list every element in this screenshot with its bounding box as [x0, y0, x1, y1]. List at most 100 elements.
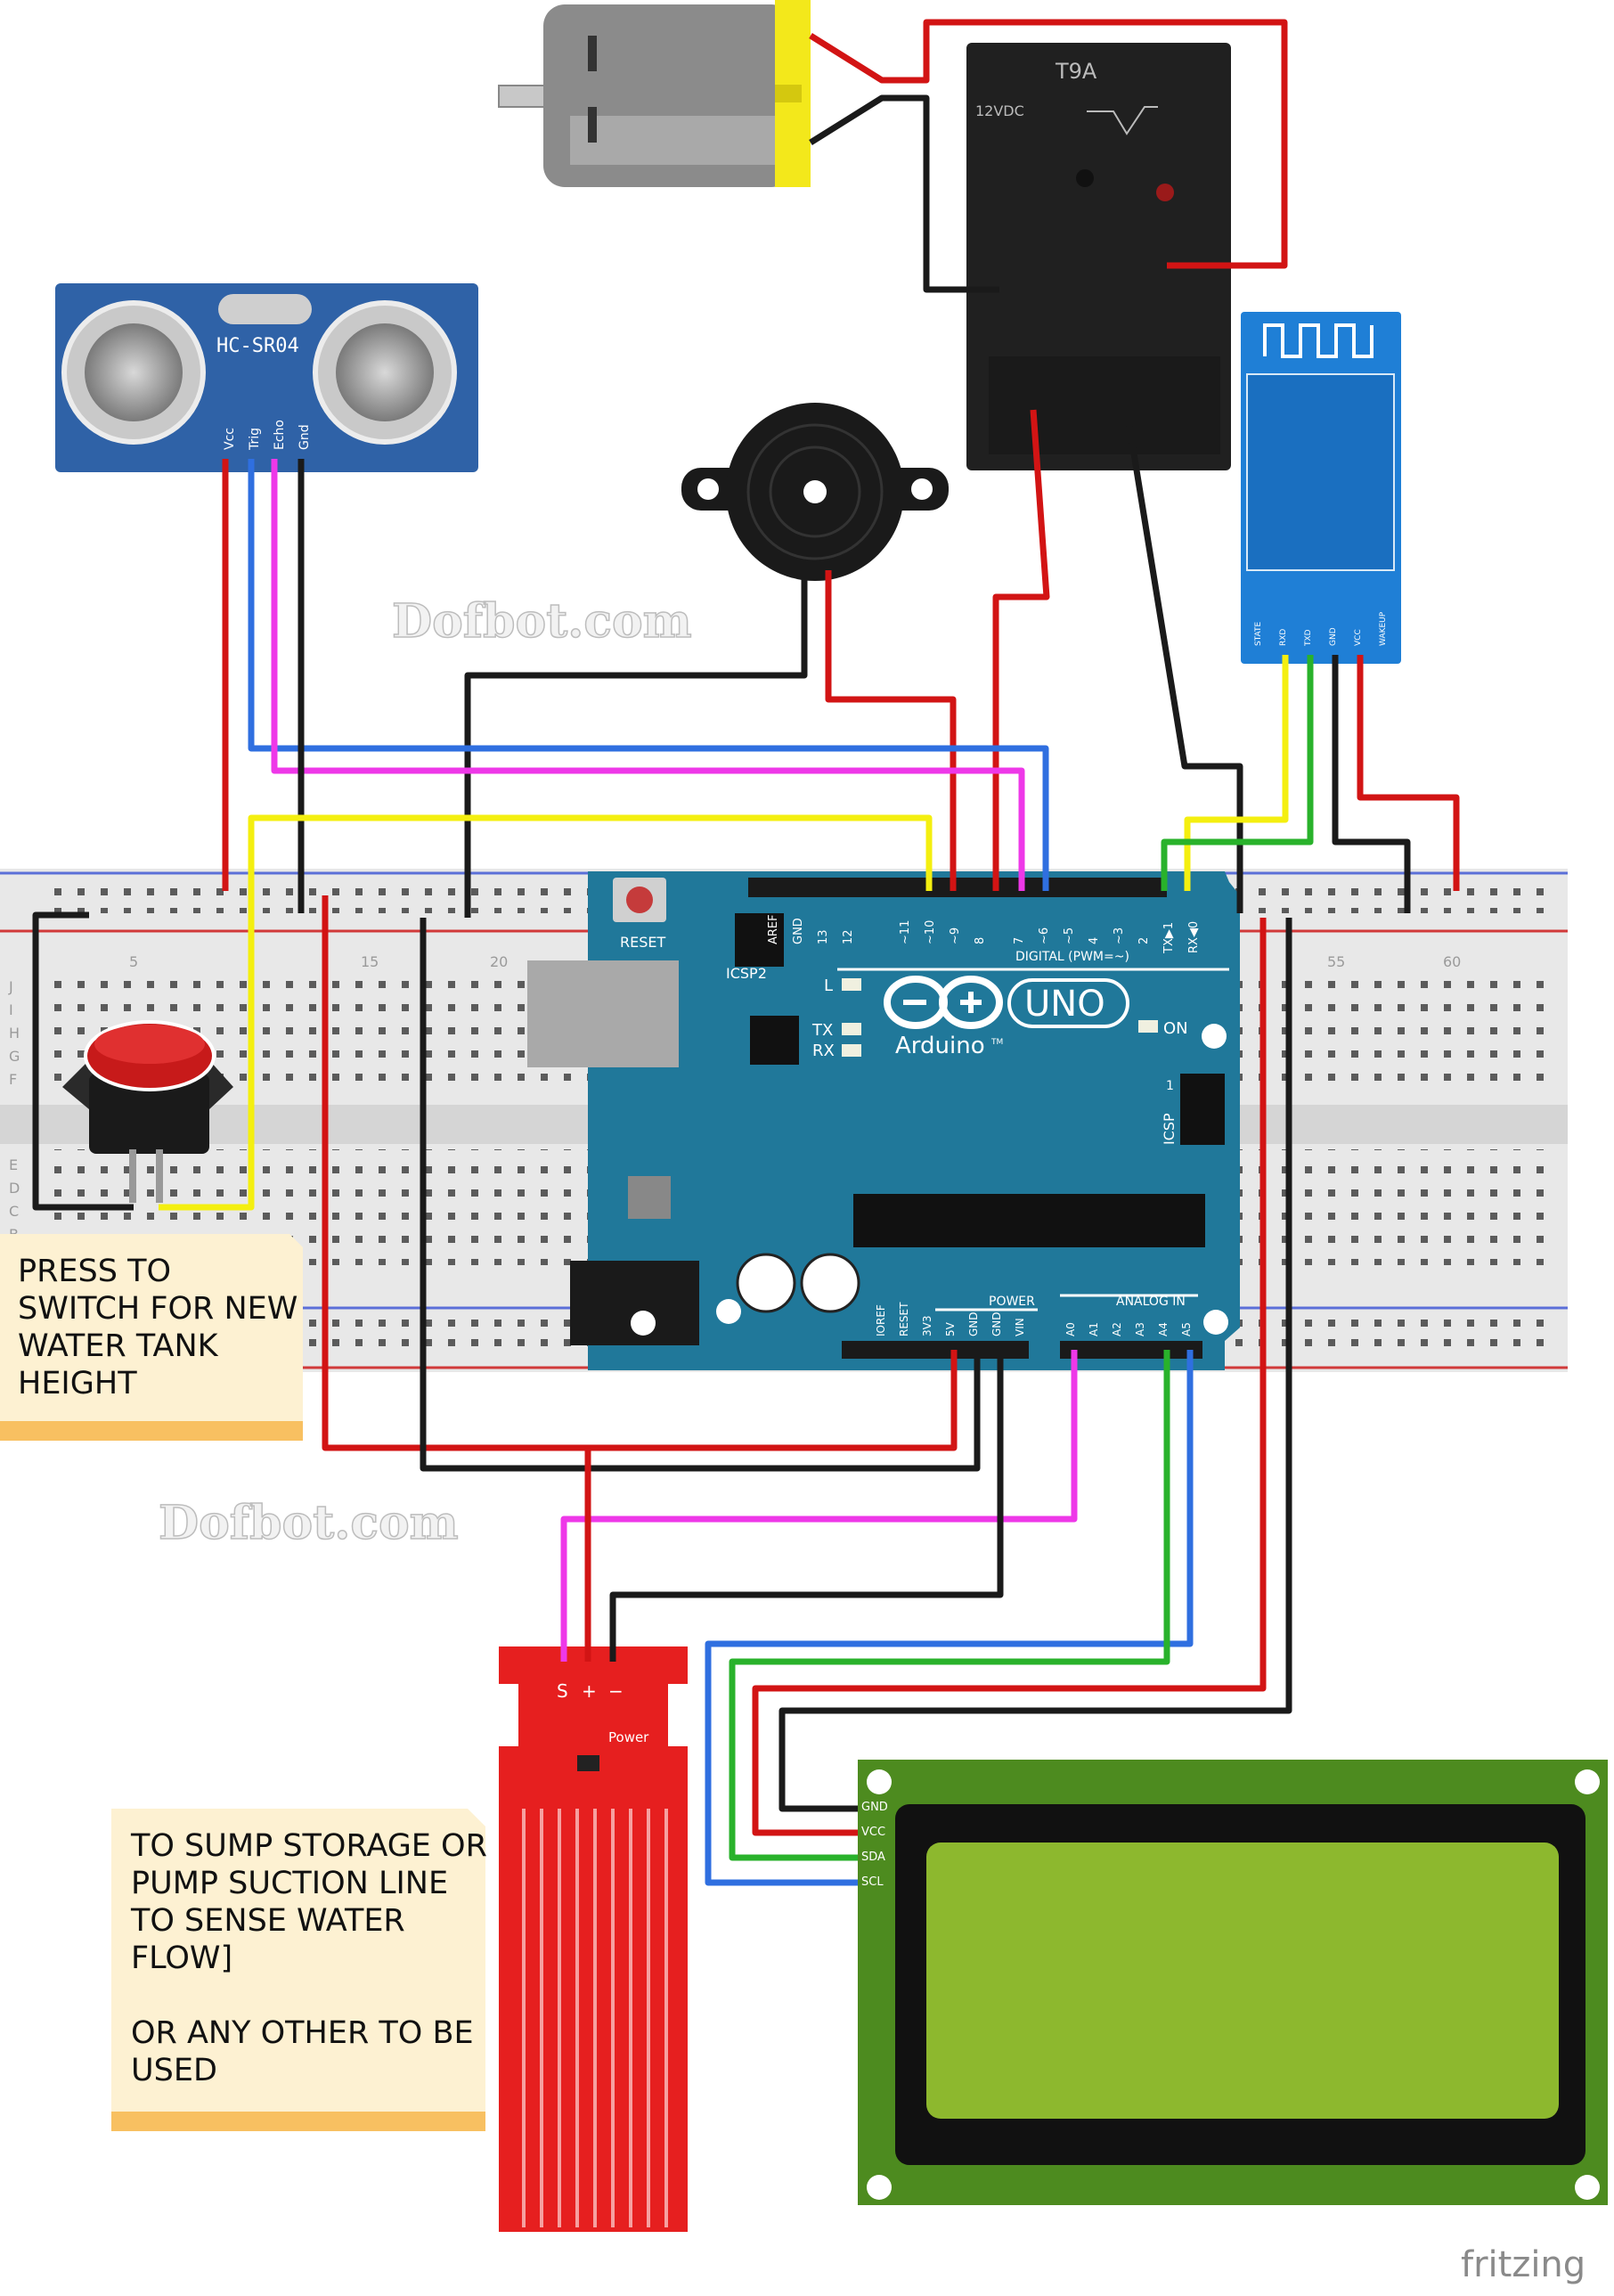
button-cap-top	[94, 1025, 205, 1064]
power-led-label: Power	[608, 1729, 649, 1745]
column-number: 15	[361, 953, 379, 970]
analog-header	[1060, 1341, 1202, 1359]
wire-green-bt-txd	[1161, 655, 1314, 891]
motor-slot	[588, 36, 597, 71]
column-numbers: 5 15 20 55 60	[129, 953, 1461, 970]
led-label: L	[824, 976, 833, 995]
icsp2-label: ICSP2	[726, 965, 767, 982]
pin-label: TX▶1	[1162, 922, 1176, 954]
note-line: OR ANY OTHER TO BE	[131, 2015, 474, 2051]
mount-hole	[1575, 1769, 1600, 1794]
buzzer	[681, 403, 949, 581]
push-button	[62, 1020, 233, 1203]
dc-jack	[570, 1261, 699, 1345]
wire-black-bt-gnd	[1332, 655, 1411, 913]
wire-red-relay-signal	[992, 409, 1050, 891]
logo-minus	[903, 1000, 926, 1005]
capacitor	[736, 1253, 796, 1313]
relay-marking: T9A	[1055, 59, 1097, 84]
lcd-pin-labels: GND VCC SDA SCL	[861, 1801, 888, 1889]
wire-red-bt-vcc	[1357, 655, 1460, 891]
arduino-brand: Arduino	[895, 1033, 985, 1059]
pin-label: ~9	[949, 927, 962, 944]
mount-hole	[1575, 2175, 1600, 2200]
mount-hole	[716, 1299, 741, 1324]
wire-blue-ultrasonic-trig	[248, 459, 1049, 891]
lcd-display: GND VCC SDA SCL	[858, 1760, 1608, 2205]
pin-label: VCC	[1354, 629, 1363, 646]
wire-black-sensor-gnd	[609, 1350, 1004, 1662]
wire-red-5v-rail	[322, 895, 958, 1451]
pin-label: ~5	[1063, 927, 1076, 944]
note-line: PRESS TO	[18, 1254, 171, 1289]
note-fold	[0, 1421, 303, 1441]
digital-header	[748, 878, 1167, 897]
pin-label: A0	[1064, 1322, 1077, 1336]
logo-plus-vert	[968, 992, 974, 1013]
reset-label: RESET	[620, 934, 665, 951]
hcsr04-pin-labels: Vcc Trig Echo Gnd	[223, 420, 312, 451]
pin-label: 12	[842, 929, 855, 944]
pin-label: 5V	[944, 1321, 957, 1336]
mount-hole	[697, 478, 719, 500]
voltage-regulator	[628, 1176, 671, 1219]
analog-label: ANALOG IN	[1116, 1295, 1186, 1309]
pin-label: A4	[1157, 1322, 1170, 1336]
pin-label: 8	[974, 937, 987, 944]
note-paper	[111, 1809, 485, 2112]
pin-label: ~6	[1038, 927, 1051, 944]
wire-yellow-bt-rxd	[1184, 655, 1289, 891]
watermark: Dofbot.com	[392, 594, 692, 649]
icsp-label: ICSP	[1161, 1113, 1178, 1145]
note-line: WATER TANK	[18, 1328, 219, 1364]
pin-label: Gnd	[298, 424, 312, 450]
wire-black-button-gnd	[32, 911, 134, 1211]
reset-button[interactable]	[626, 887, 653, 913]
led-on	[1138, 1020, 1158, 1033]
hcsr04-model: HC-SR04	[216, 335, 299, 357]
row-letter: F	[9, 1071, 17, 1088]
relay-base	[989, 356, 1220, 454]
relay-vent	[1076, 169, 1094, 187]
pin-label: SCL	[861, 1875, 884, 1889]
pin-label: Echo	[273, 420, 287, 450]
analog-pin-labels: A0 A1 A2 A3 A4 A5	[1064, 1322, 1193, 1336]
antenna-trace	[1263, 323, 1374, 358]
wire-red-lcd-vcc	[752, 918, 1267, 1836]
pin-label: ~10	[924, 920, 937, 944]
wire-yellow-button-signal	[159, 814, 933, 1211]
row-letter: C	[9, 1203, 19, 1220]
led-l	[842, 978, 861, 991]
wire-magenta-ultrasonic-echo	[271, 459, 1025, 891]
pin-label: RX◀0	[1187, 921, 1201, 953]
mount-hole	[867, 2175, 892, 2200]
pin-label: S	[557, 1680, 568, 1702]
wire-red-motor-relay	[809, 19, 1288, 269]
usb-chip	[750, 1016, 799, 1065]
row-letter: J	[8, 978, 13, 995]
pin-label: Trig	[248, 428, 262, 451]
wire-red-buzzer-signal	[825, 570, 957, 891]
icsp-pin1: 1	[1166, 1079, 1174, 1093]
pin-label: A5	[1180, 1322, 1193, 1336]
arduino-logo	[884, 976, 1003, 1029]
pin-label: +	[582, 1680, 597, 1702]
row-letter: I	[9, 1001, 13, 1018]
buzzer-ring	[746, 423, 884, 560]
note-line: FLOW]	[131, 1941, 232, 1976]
pin-label: 3V3	[921, 1316, 933, 1336]
buzzer-ring	[769, 445, 861, 538]
note-paper	[0, 1234, 303, 1421]
digital-label: DIGITAL (PWM=~)	[1015, 950, 1129, 964]
motor-shaft	[498, 85, 549, 108]
icsp-header	[1180, 1074, 1225, 1145]
fritzing-logo: fritzing	[1461, 2244, 1585, 2285]
column-number: 20	[490, 953, 508, 970]
transducer-left-mesh	[85, 323, 183, 421]
note-fold	[111, 2112, 485, 2131]
digital-pin-labels: AREF GND 13 12 ~11 ~10 ~9 8 7 ~6 ~5 4 ~3…	[767, 914, 1201, 954]
atmega-chip	[853, 1194, 1205, 1247]
pin-label: Vcc	[223, 428, 237, 450]
mount-hole	[1202, 1024, 1227, 1049]
